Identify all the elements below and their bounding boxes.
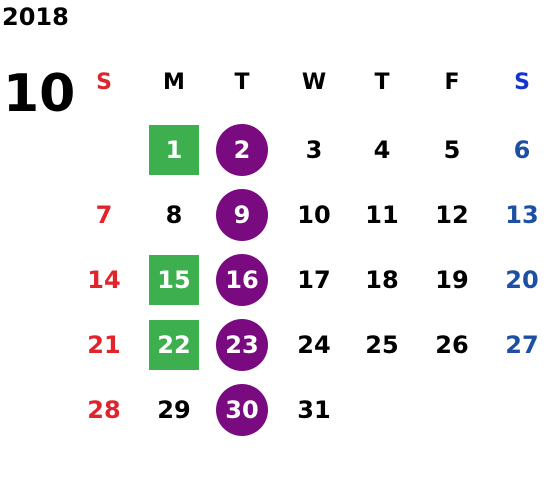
day-cell[interactable]: 12 [435,201,469,229]
day-cell[interactable]: 19 [435,266,469,294]
day-cell[interactable]: 8 [165,201,183,229]
day-cell[interactable]: 1 [142,124,206,176]
day-highlight-green: 1 [149,125,199,175]
day-cell[interactable]: 18 [365,266,399,294]
weekday-tue: T [234,69,250,95]
day-highlight-purple: 30 [216,384,268,436]
day-cell[interactable]: 22 [142,319,206,371]
day-cell[interactable]: 13 [505,201,539,229]
weekday-fri: F [444,69,460,95]
weekday-wed: W [301,69,327,95]
day-cell[interactable]: 2 [210,124,274,176]
day-highlight-purple: 16 [216,254,268,306]
day-highlight-purple: 23 [216,319,268,371]
week-row-3: 14 15 16 17 18 19 20 [72,254,548,314]
day-cell[interactable]: 26 [435,331,469,359]
day-cell[interactable]: 31 [297,396,331,424]
day-cell[interactable]: 7 [95,201,113,229]
day-cell[interactable]: 5 [443,136,461,164]
day-cell[interactable] [72,124,136,176]
weekday-mon: M [163,69,185,95]
week-row-1: 1 2 3 4 5 6 [72,124,548,184]
day-cell[interactable]: 14 [87,266,121,294]
week-row-4: 21 22 23 24 25 26 27 [72,319,548,379]
week-row-2: 7 8 9 10 11 12 13 [72,189,548,249]
day-cell[interactable]: 29 [157,396,191,424]
day-highlight-purple: 2 [216,124,268,176]
day-cell[interactable]: 10 [297,201,331,229]
day-cell[interactable]: 21 [87,331,121,359]
day-cell[interactable]: 17 [297,266,331,294]
day-cell[interactable]: 6 [513,136,531,164]
day-cell[interactable]: 30 [210,384,274,436]
day-cell[interactable]: 4 [373,136,391,164]
day-highlight-green: 15 [149,255,199,305]
day-cell[interactable]: 23 [210,319,274,371]
day-cell[interactable]: 25 [365,331,399,359]
month-label: 10 [3,64,76,124]
day-cell[interactable]: 28 [87,396,121,424]
day-cell[interactable]: 27 [505,331,539,359]
weekday-header-row: S M T W T F S [72,60,548,120]
weekday-thu: T [374,69,390,95]
day-highlight-purple: 9 [216,189,268,241]
day-cell[interactable]: 11 [365,201,399,229]
day-cell[interactable]: 20 [505,266,539,294]
week-row-5: 28 29 30 31 [72,384,548,444]
day-cell[interactable]: 16 [210,254,274,306]
day-cell[interactable]: 9 [210,189,274,241]
day-cell[interactable]: 24 [297,331,331,359]
day-cell[interactable]: 3 [305,136,323,164]
weekday-sat: S [514,69,530,95]
year-label: 2018 [2,3,69,31]
day-highlight-green: 22 [149,320,199,370]
weekday-sun: S [96,69,112,95]
day-cell[interactable]: 15 [142,254,206,306]
